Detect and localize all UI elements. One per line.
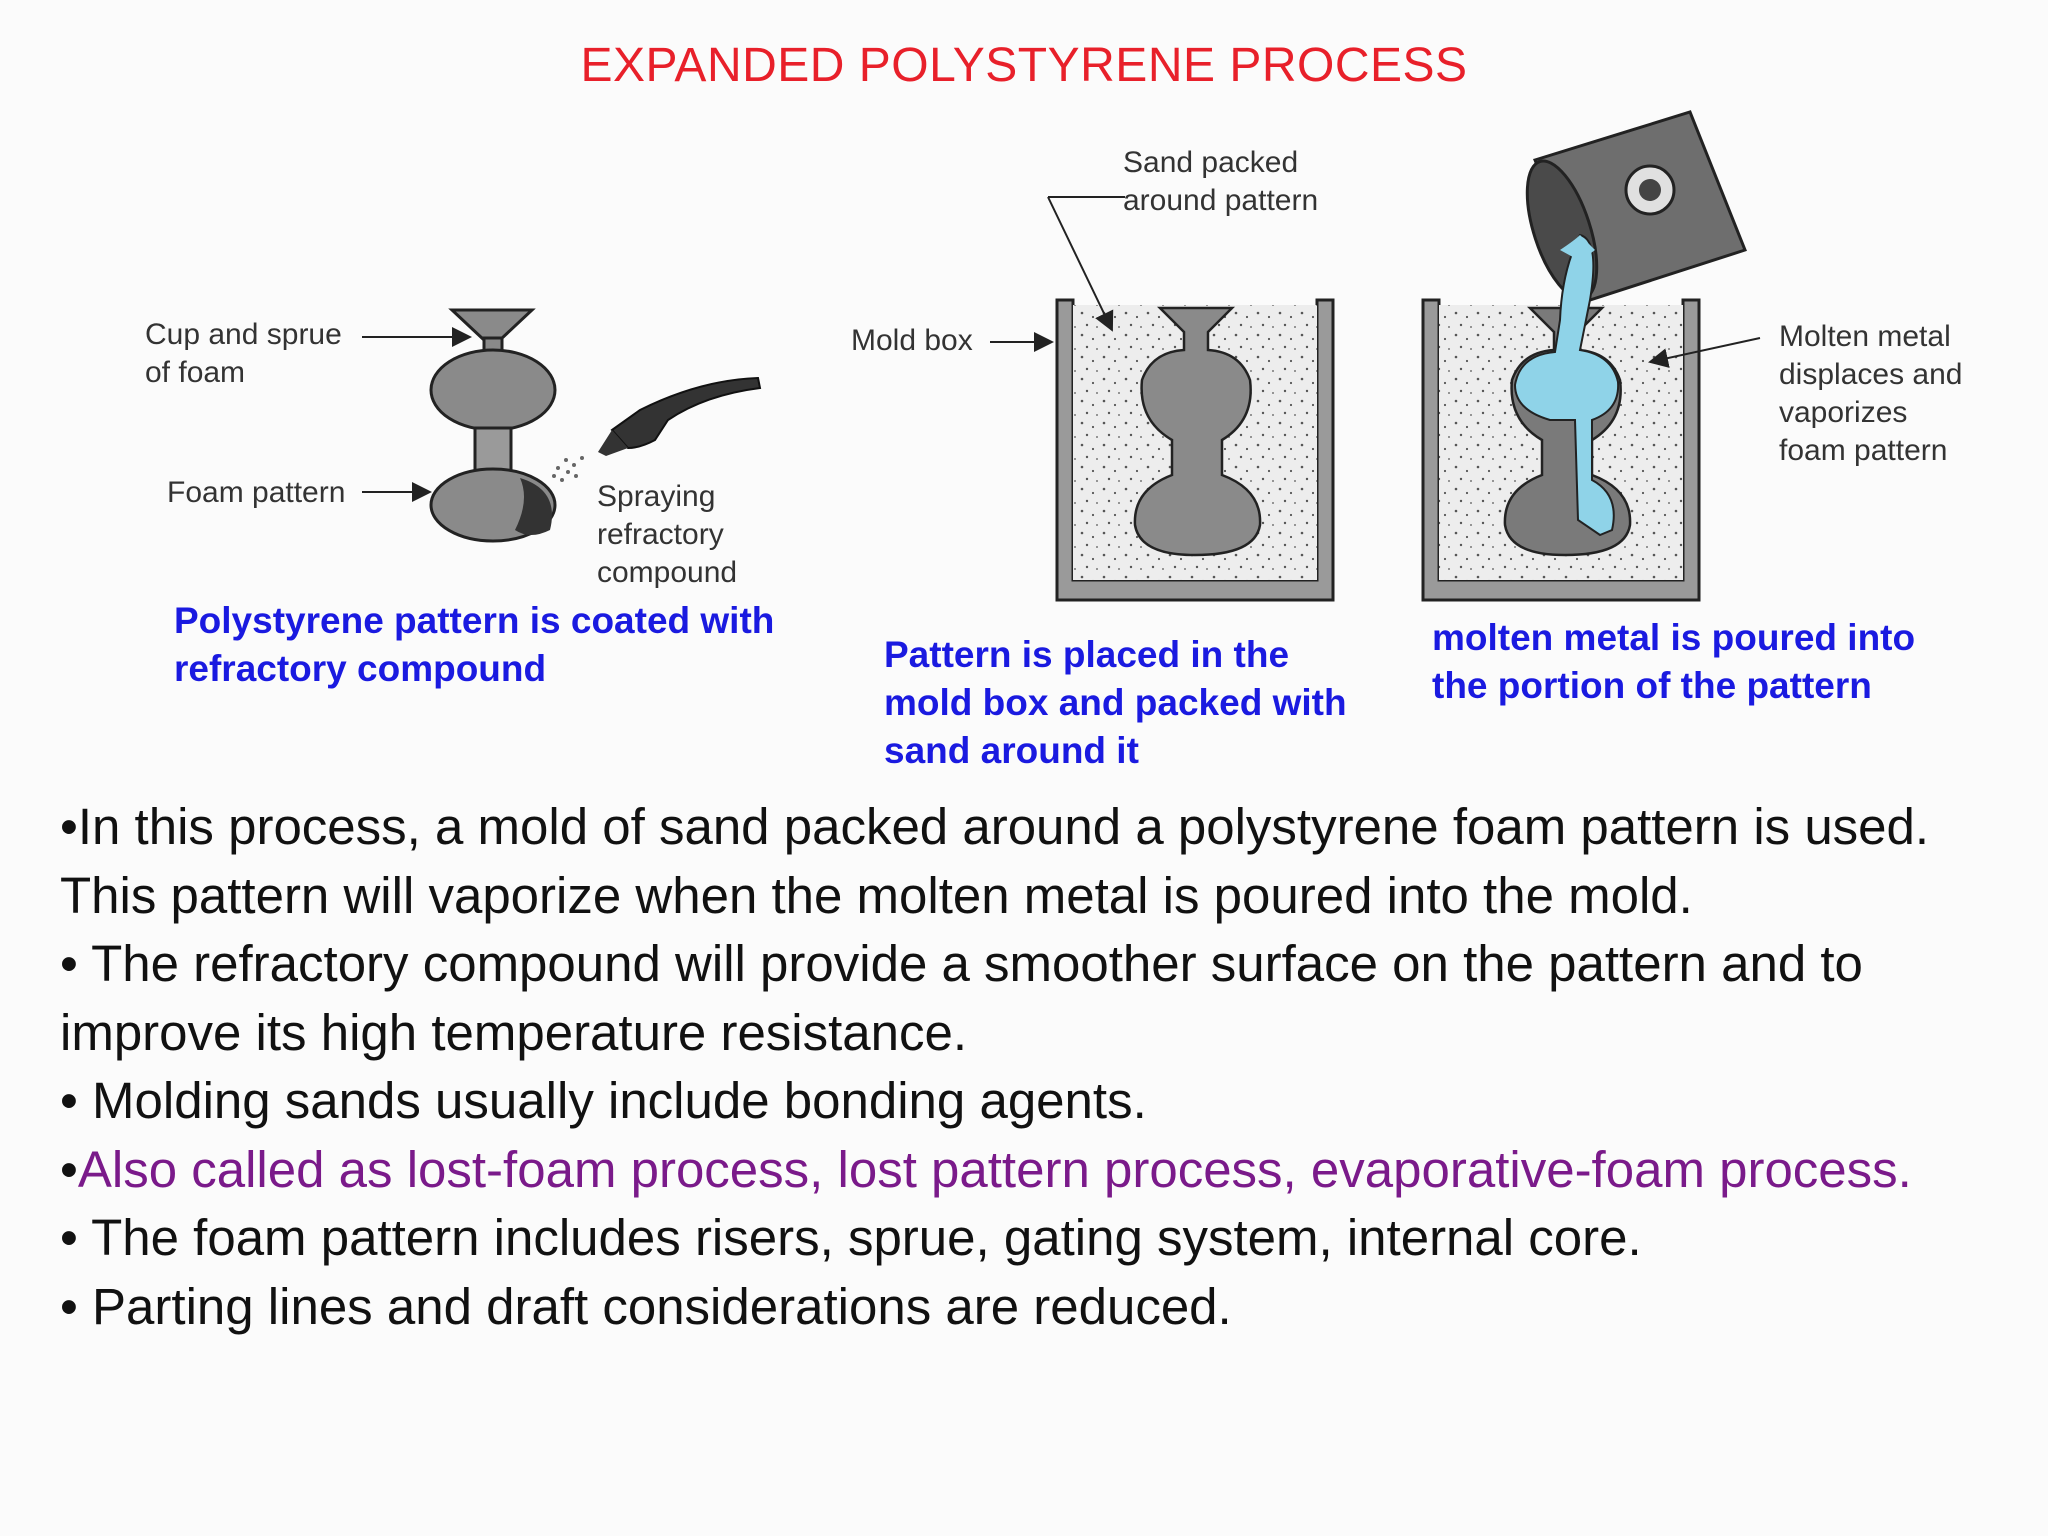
bullet-item: • The foam pattern includes risers, spru… (60, 1209, 1642, 1266)
foam-pattern-figure (429, 308, 557, 543)
bullet-item: •In this process, a mold of sand packed … (60, 798, 1930, 924)
spray-gun-icon (552, 376, 762, 482)
label-foam-pattern: Foam pattern (167, 476, 346, 509)
label-sand-packed: Sand packed around pattern (1123, 146, 1319, 217)
ladle-icon (1525, 110, 1747, 302)
bullet-item: • The refractory compound will provide a… (60, 935, 1863, 1061)
slide-title: EXPANDED POLYSTYRENE PROCESS (580, 39, 1468, 92)
bullet-item-highlight: •Also called as lost-foam process, lost … (60, 1140, 1912, 1198)
caption-step-1: Polystyrene pattern is coated with refra… (174, 600, 775, 689)
mold-box-figure (1055, 298, 1335, 602)
bullet-item: • Parting lines and draft considerations… (60, 1277, 1232, 1335)
label-cup-sprue: Cup and sprue of foam (145, 318, 342, 389)
bullet-item: • Molding sands usually include bonding … (60, 1072, 1147, 1129)
label-molten-metal: Molten metal displaces and vaporizes foa… (1779, 320, 1963, 467)
label-spraying: Spraying refractory compound (597, 480, 738, 589)
caption-step-3: molten metal is poured into the portion … (1432, 617, 1916, 706)
bullet-list: •In this process, a mold of sand packed … (60, 793, 2020, 1341)
label-mold-box: Mold box (851, 324, 973, 357)
process-diagram (362, 110, 1761, 602)
pour-mold-figure (1421, 233, 1701, 602)
caption-step-2: Pattern is placed in the mold box and pa… (884, 634, 1347, 771)
